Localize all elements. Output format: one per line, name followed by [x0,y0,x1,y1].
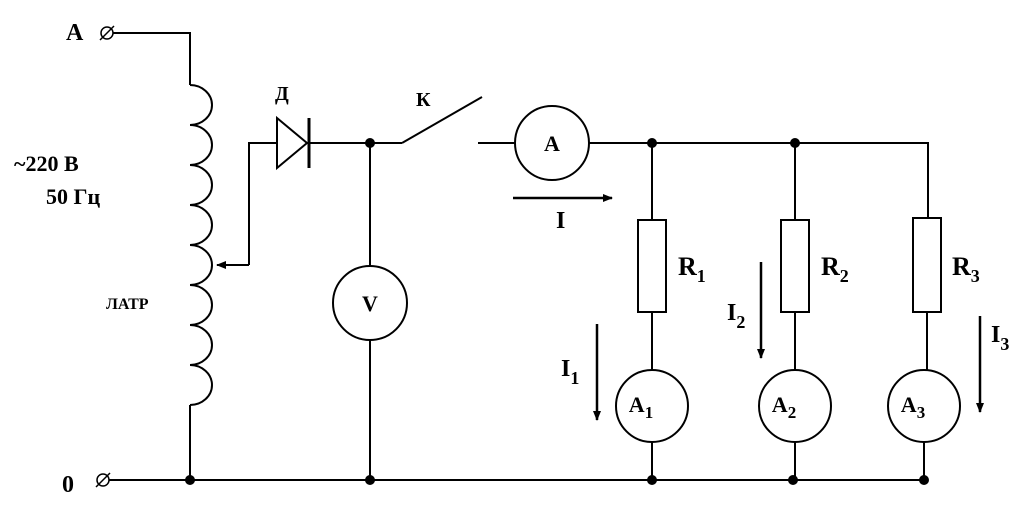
current-i-label: I [556,208,565,234]
wire-phase-to-coil [113,32,191,85]
switch-label: К [416,89,431,111]
current-i3-label: I3 [991,322,1009,354]
branch-3: R3 A3 I3 [887,217,1009,480]
junction-dot [365,475,375,485]
resistor-r2 [780,219,810,313]
current-i2-label: I2 [727,300,745,332]
autotransformer-label: ЛАТР [106,296,149,313]
resistor-r1 [637,219,667,313]
junction-dot [790,138,800,148]
voltmeter-label: V [362,291,378,316]
resistor-r2-label: R2 [821,252,849,286]
resistor-r3-label: R3 [952,252,980,286]
terminal-a-label: A [66,20,84,46]
current-i1-label: I1 [561,356,579,388]
terminal-neutral-slash [95,472,111,488]
junctions [185,138,929,485]
main-ammeter-label: A [544,131,560,156]
ammeter-a1-label: A1 [629,392,653,422]
branch-1: R1 A1 I1 [561,143,706,480]
junction-dot [919,475,929,485]
wire-top-bus [589,142,929,218]
terminal-a: A [66,20,115,46]
junction-dot [788,475,798,485]
resistor-r3 [912,217,942,313]
junction-dot [647,475,657,485]
supply-frequency-label: 50 Гц [46,184,100,209]
autotransformer-coil [189,84,213,406]
junction-dot [647,138,657,148]
switch-blade [401,96,483,144]
wire-wiper-to-diode [248,142,277,265]
main-ammeter: A [514,105,590,181]
junction-dot [365,138,375,148]
junction-dot [185,475,195,485]
branch-2: R2 A2 I2 [727,143,849,480]
resistor-r1-label: R1 [678,252,706,286]
terminal-neutral-label: 0 [62,472,74,498]
switch: К [401,89,483,144]
ammeter-a2-label: A2 [772,392,796,422]
diode-label: Д [275,83,289,105]
ammeter-a3-label: A3 [901,392,925,422]
terminal-neutral: 0 [62,472,111,498]
supply-voltage-label: ~220 В [14,151,79,176]
voltmeter: V [332,265,408,341]
diode: Д [275,83,311,171]
diode-triangle [276,115,309,171]
terminal-a-slash [99,25,115,41]
